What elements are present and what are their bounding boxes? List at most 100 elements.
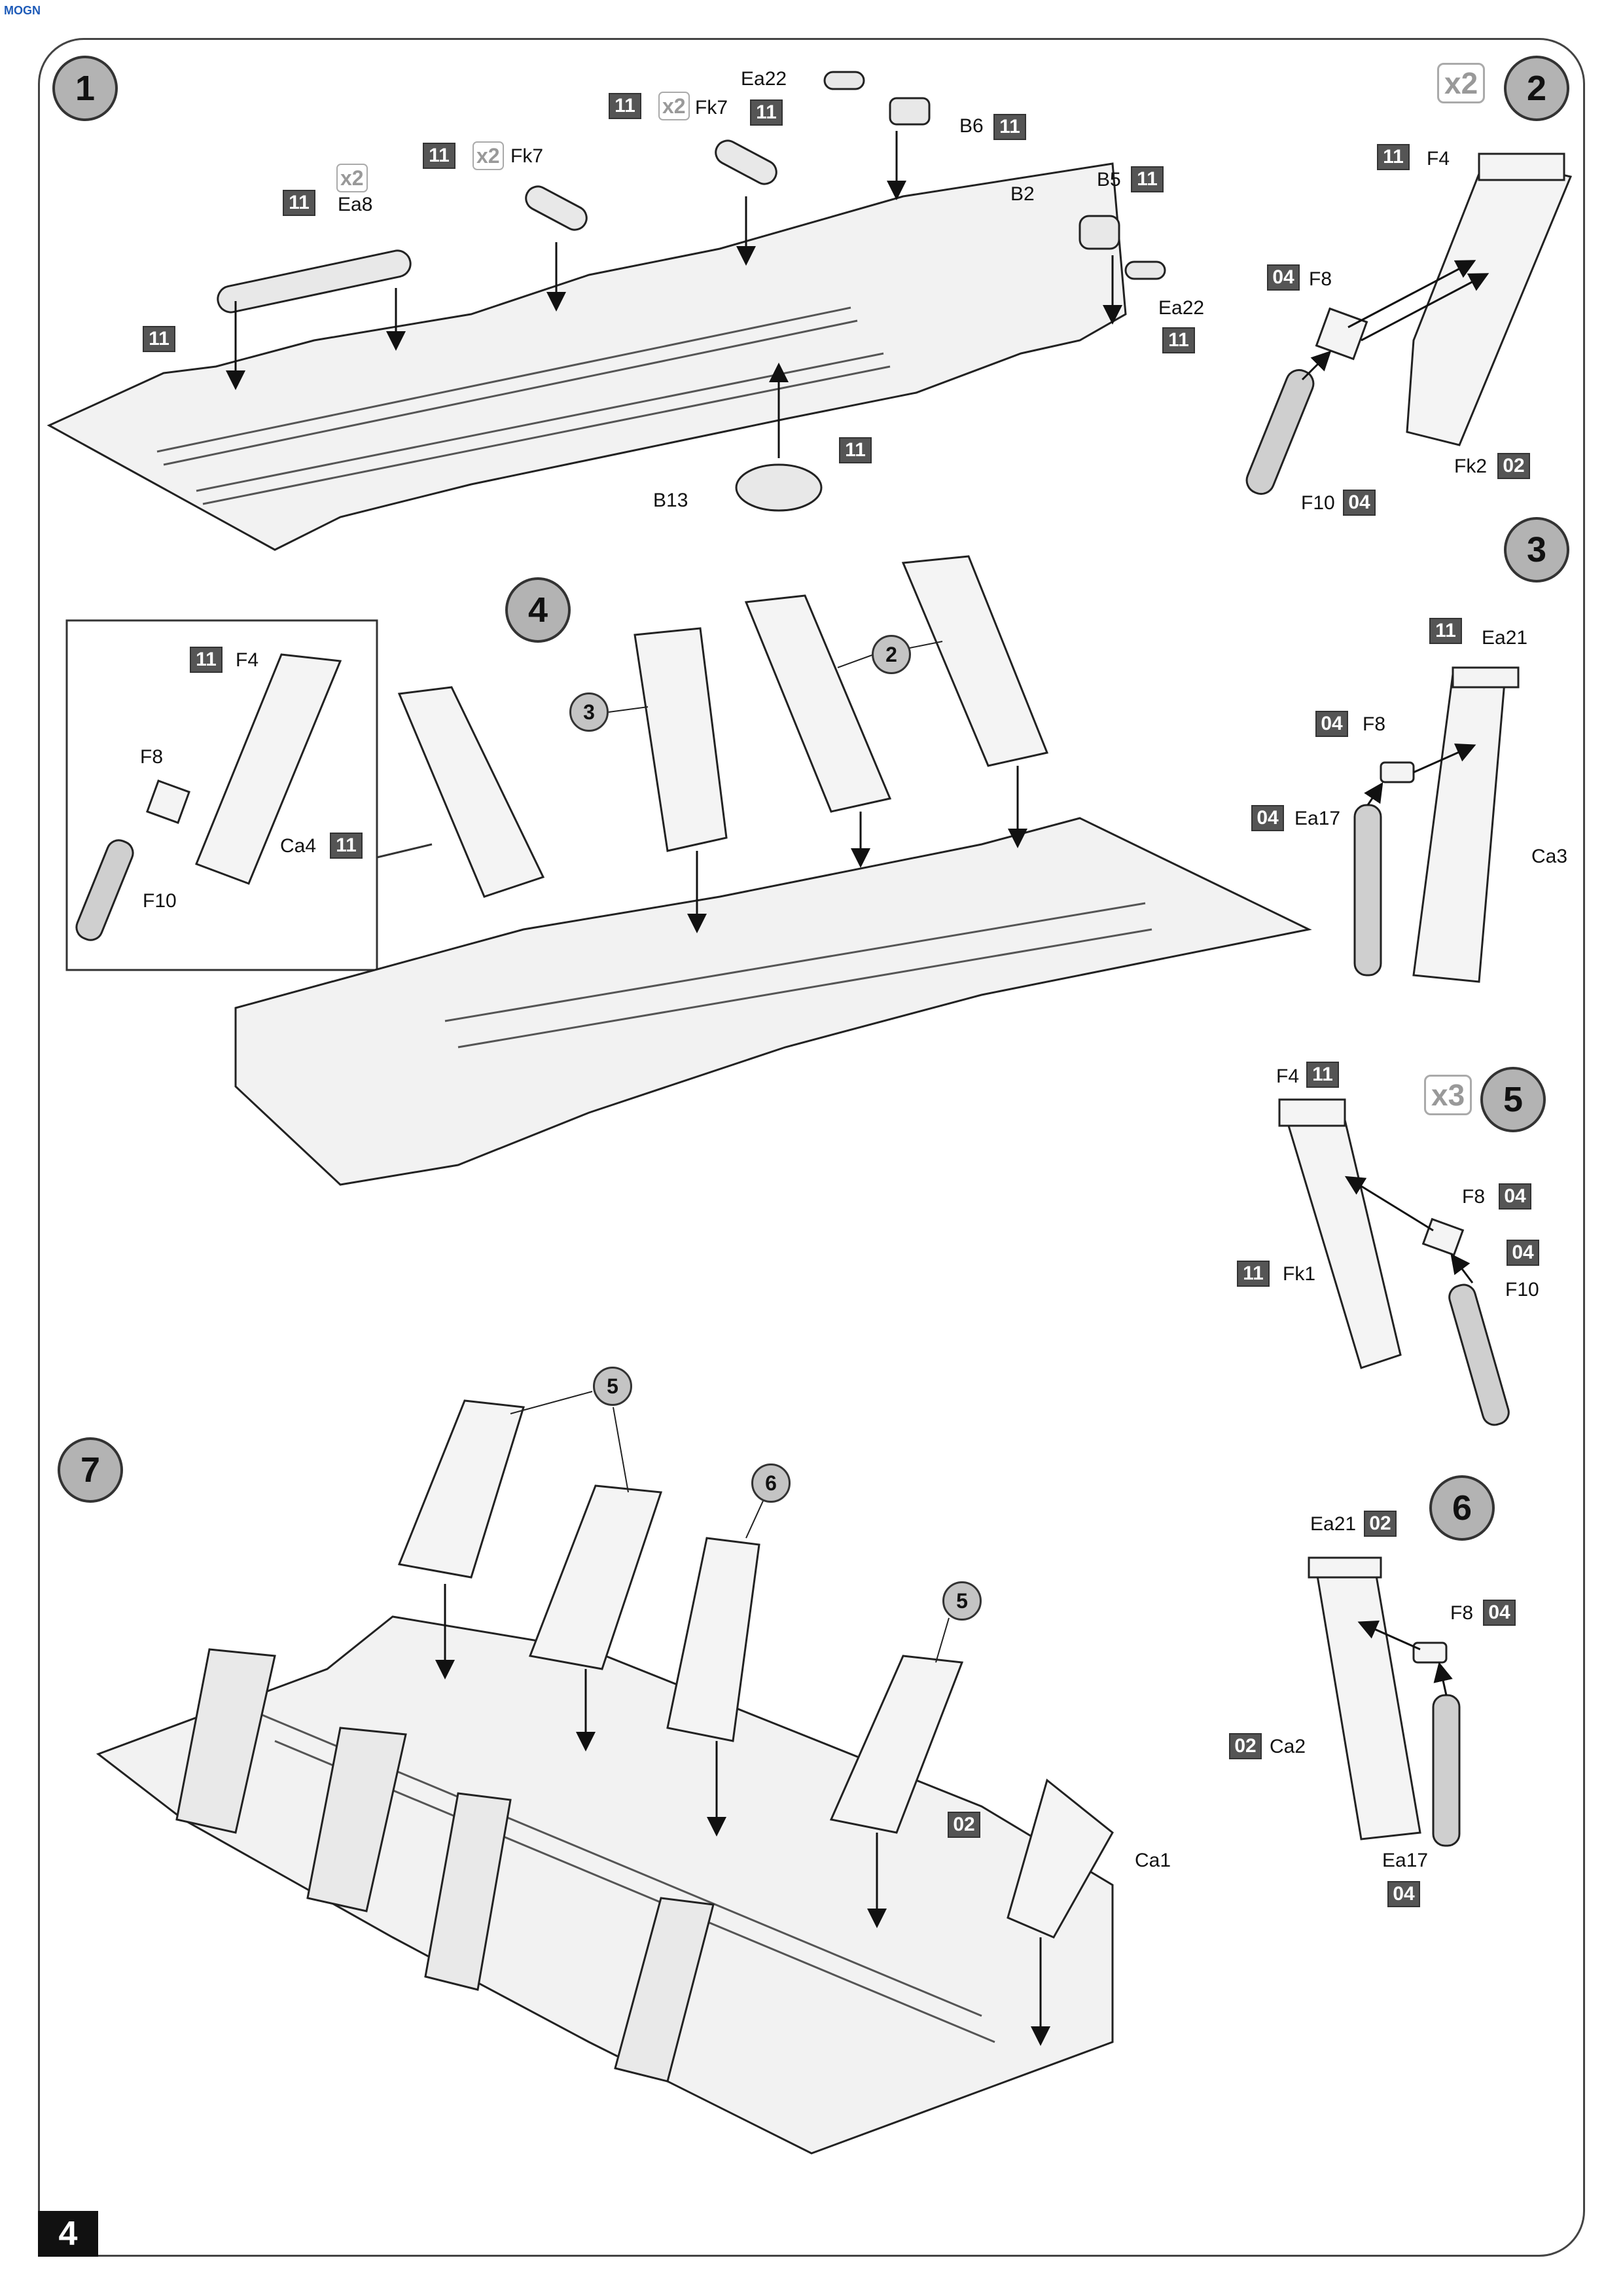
- sprue-tag: 02: [1497, 453, 1530, 479]
- part-label-f10: F10: [1301, 492, 1335, 514]
- sprue-tag: 02: [948, 1812, 980, 1838]
- part-label-f4: F4: [1427, 148, 1450, 170]
- step-6-badge: 6: [1429, 1475, 1495, 1541]
- ea8-multiplier: x2: [336, 164, 368, 192]
- sprue-tag: 11: [1429, 618, 1462, 644]
- step4-frames: [397, 555, 1049, 898]
- step4-inset-box: [65, 619, 433, 971]
- sprue-tag: 04: [1387, 1881, 1420, 1907]
- step4-arrows: [687, 766, 1027, 933]
- sprue-tag: 04: [1251, 805, 1284, 831]
- sprue-tag: 04: [1507, 1240, 1539, 1266]
- step-2-badge: 2: [1504, 56, 1569, 121]
- part-label-f4: F4: [236, 649, 259, 671]
- part-label-f4: F4: [1276, 1066, 1300, 1087]
- part-label-fk1: Fk1: [1283, 1263, 1316, 1285]
- sprue-tag: 02: [1229, 1733, 1262, 1759]
- sprue-tag: 11: [1377, 144, 1410, 170]
- part-label-fk7: Fk7: [695, 97, 728, 118]
- sprue-tag: 04: [1499, 1183, 1531, 1210]
- step1-parts: [217, 71, 1166, 512]
- step-1-badge: 1: [52, 56, 118, 121]
- page-number: 4: [38, 2211, 98, 2257]
- sprue-tag: 11: [423, 143, 455, 169]
- step3-arrows: [1364, 744, 1476, 806]
- step-4-badge: 4: [505, 577, 571, 643]
- sprue-tag: 11: [190, 647, 223, 673]
- sprue-tag: 04: [1315, 711, 1348, 737]
- part-label-b5: B5: [1097, 169, 1121, 190]
- sprue-tag: 11: [283, 190, 315, 216]
- step2-assembly: [1245, 152, 1573, 495]
- step1-arrows: [226, 131, 1122, 458]
- step4-callout-leaders: [608, 641, 943, 713]
- step4-inset-parts: [75, 653, 342, 941]
- part-label-ea17: Ea17: [1382, 1850, 1429, 1871]
- step-7-badge: 7: [58, 1437, 123, 1503]
- sprue-tag: 04: [1483, 1600, 1516, 1626]
- sprue-tag: 11: [1162, 327, 1195, 353]
- step2-arrows: [1301, 260, 1489, 381]
- callout-step6: 6: [751, 1463, 791, 1503]
- page-frame: [38, 38, 1585, 2257]
- sprue-tag: 11: [143, 326, 175, 352]
- sprue-tag: 02: [1364, 1511, 1397, 1537]
- part-label-ca1: Ca1: [1135, 1850, 1171, 1871]
- sprue-tag: 04: [1267, 264, 1300, 291]
- part-label-ea22: Ea22: [1158, 297, 1205, 319]
- part-label-ea21: Ea21: [1310, 1513, 1357, 1535]
- sprue-tag: 11: [1131, 166, 1164, 192]
- step7-new-frames: [397, 1399, 1114, 1939]
- step7-callout-leaders: [510, 1391, 950, 1663]
- part-label-fk2: Fk2: [1454, 456, 1488, 477]
- sprue-tag: 04: [1343, 490, 1376, 516]
- callout-step2: 2: [872, 635, 911, 674]
- step7-arrows: [435, 1584, 1050, 2046]
- step5-assembly: [1278, 1098, 1510, 1426]
- part-label-f8: F8: [140, 746, 164, 768]
- step5-arrows: [1344, 1175, 1474, 1283]
- step3-assembly: [1353, 666, 1520, 983]
- step1-chassis-plate: [46, 162, 1127, 551]
- sprue-tag: 11: [993, 114, 1026, 140]
- sprue-tag: 11: [750, 99, 783, 126]
- part-label-ca3: Ca3: [1531, 846, 1568, 867]
- step-3-badge: 3: [1504, 517, 1569, 583]
- callout-step3: 3: [569, 692, 609, 732]
- part-label-b13: B13: [653, 490, 688, 511]
- step4-chassis: [234, 817, 1312, 1186]
- step6-assembly: [1308, 1556, 1461, 1847]
- callout-step5: 5: [593, 1367, 632, 1406]
- logo-text-b: GN: [23, 4, 41, 17]
- part-label-f10: F10: [1505, 1279, 1539, 1300]
- part-label-fk7: Fk7: [510, 145, 544, 167]
- part-label-ca2: Ca2: [1270, 1736, 1306, 1757]
- logo-text-a: MO: [4, 4, 23, 17]
- step-5-badge: 5: [1480, 1067, 1546, 1132]
- part-label-f8: F8: [1450, 1602, 1474, 1624]
- sprue-tag: 11: [1237, 1261, 1270, 1287]
- sprue-tag: 11: [1306, 1062, 1339, 1088]
- publisher-logo: MOGN: [4, 4, 41, 18]
- fk7a-multiplier: x2: [473, 141, 504, 170]
- step7-installed-frames: [175, 1648, 715, 2083]
- part-label-b2: B2: [1010, 183, 1035, 205]
- fk7b-multiplier: x2: [658, 92, 690, 120]
- part-label-b6: B6: [959, 115, 984, 137]
- part-label-f10: F10: [143, 890, 177, 912]
- part-label-f8: F8: [1363, 713, 1386, 735]
- sprue-tag: 11: [330, 833, 363, 859]
- sprue-tag: 11: [839, 437, 872, 463]
- sprue-tag: 11: [609, 93, 641, 119]
- step6-arrows: [1357, 1621, 1453, 1696]
- part-label-ea21: Ea21: [1482, 627, 1528, 649]
- part-label-ea22: Ea22: [741, 68, 787, 90]
- part-label-ca4: Ca4: [280, 835, 317, 857]
- part-label-f8: F8: [1309, 268, 1332, 290]
- step5-multiplier: x3: [1424, 1075, 1472, 1115]
- part-label-ea8: Ea8: [338, 194, 373, 215]
- part-label-ea17: Ea17: [1294, 808, 1341, 829]
- step2-multiplier: x2: [1437, 63, 1486, 103]
- part-label-f8: F8: [1462, 1186, 1486, 1208]
